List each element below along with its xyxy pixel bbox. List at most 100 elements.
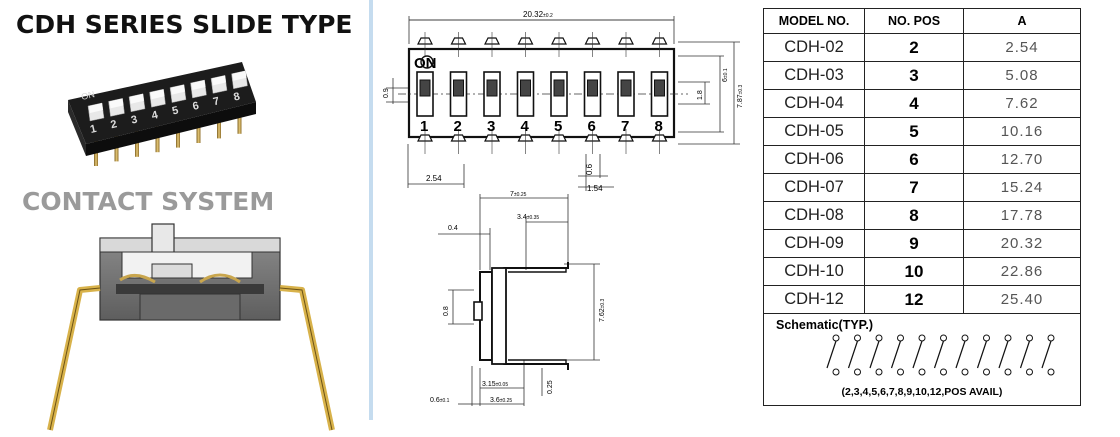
cell-model: CDH-05 [763,117,865,146]
top-pin [417,32,433,154]
cell-a: 10.16 [963,117,1081,146]
top-slider [650,71,669,117]
cell-model: CDH-06 [763,145,865,174]
page-title: CDH SERIES SLIDE TYPE [16,10,353,39]
photo-pin [135,130,139,157]
photo-slider [149,88,166,108]
top-slider [617,71,635,117]
schematic-switch [955,334,969,376]
schematic-switch [847,334,861,376]
dim-actuator: 0.9 [383,88,390,98]
cell-a: 22.86 [963,257,1081,286]
header-pos: NO. POS [864,8,964,34]
schematic-panel: Schematic(TYP.) (2,3,4,5,6,7,8,9,10,12,P… [763,314,1081,406]
top-position-number: 7 [621,118,629,135]
schematic-switch [1019,334,1033,376]
dim-0-25: 0.25 [547,380,554,394]
photo-slider [108,98,125,117]
photo-slider [190,79,207,99]
photo-pin [176,121,180,148]
top-position-number: 2 [454,118,462,135]
top-slider [550,71,568,117]
photo-slider [128,93,146,113]
dim-pin-space: 1.54 [587,184,603,193]
dim-pin-width: 0.6 [585,163,594,175]
photo-on-label: ON [80,89,95,102]
photo-position-number: 2 [109,118,118,131]
top-pin [484,32,500,154]
cell-model: CDH-09 [763,229,865,258]
top-view-on-label: ON [414,55,437,72]
cell-a: 15.24 [963,173,1081,202]
top-pin [551,32,567,154]
cell-pos: 12 [864,285,964,314]
cell-pos: 8 [864,201,964,230]
cell-pos: 3 [864,61,964,90]
cell-model: CDH-08 [763,201,865,230]
dim-pitch: 2.54 [426,174,442,183]
cell-pos: 6 [864,145,964,174]
dim-actuator-side: 0.8 [443,306,450,316]
photo-slider [169,84,187,103]
dim-width: 7±0.25 [510,191,527,198]
cell-model: CDH-02 [763,33,865,62]
cell-model: CDH-12 [763,285,865,314]
top-position-number: 3 [487,118,495,135]
photo-pin [217,112,221,139]
schematic-switch [933,334,947,376]
cell-a: 5.08 [963,61,1081,90]
schematic-switch [890,334,904,376]
cell-model: CDH-04 [763,89,865,118]
cell-model: CDH-07 [763,173,865,202]
schematic-switch [976,334,990,376]
top-pin [651,32,668,154]
cell-a: 25.40 [963,285,1081,314]
top-slider [516,71,535,117]
photo-position-number: 5 [171,104,180,117]
photo-pin [155,126,160,153]
dim-overall: 20.32±0.2 [523,10,553,19]
top-position-number: 5 [554,118,562,135]
cell-a: 7.62 [963,89,1081,118]
top-slider [416,71,434,117]
top-position-number: 1 [420,118,428,135]
photo-position-number: 6 [191,100,200,113]
cell-a: 20.32 [963,229,1081,258]
photo-position-number: 8 [232,91,241,104]
dim-height: 6±0.1 [722,68,729,82]
schematic-title: Schematic(TYP.) [776,318,874,332]
top-position-number: 6 [588,118,596,135]
top-pin [450,32,467,154]
schematic-switch [998,334,1012,376]
cell-a: 12.70 [963,145,1081,174]
column-divider [369,0,373,420]
photo-slider [210,75,228,94]
photo-pin [196,117,201,143]
cell-pos: 9 [864,229,964,258]
cell-model: CDH-10 [763,257,865,286]
top-slider [483,71,501,117]
schematic-note: (2,3,4,5,6,7,8,9,10,12,POS AVAIL) [841,386,1003,398]
cell-pos: 4 [864,89,964,118]
dim-0-6: 0.6±0.1 [430,397,450,404]
schematic-switch [1041,334,1055,376]
photo-position-number: 3 [130,114,139,127]
dim-half-width: 3.4±0.35 [517,214,539,221]
top-slider [449,71,468,117]
top-position-number: 8 [655,118,663,135]
header-a: A [963,8,1081,34]
side-view-drawing: 3.4±0.35 7±0.25 0.4 0.8 7.62±0.3 3.15±0.… [430,191,606,406]
dim-3-15: 3.15±0.05 [482,381,508,388]
photo-position-number: 4 [150,109,160,122]
